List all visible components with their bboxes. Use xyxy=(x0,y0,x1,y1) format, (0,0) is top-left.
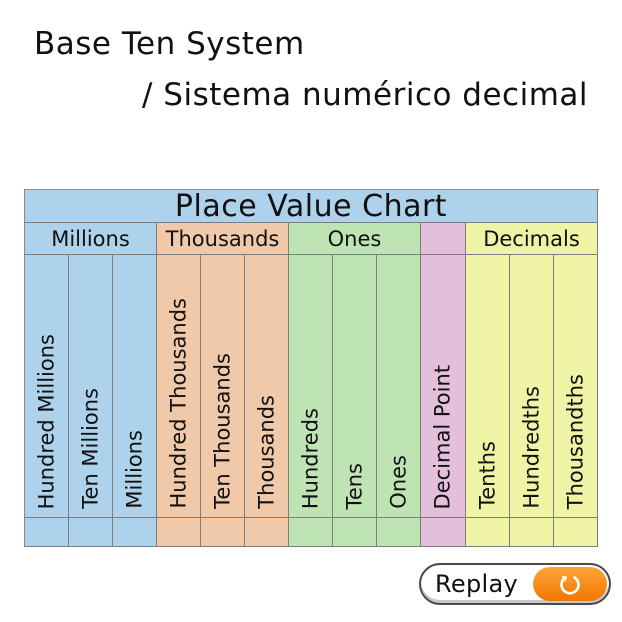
replay-label: Replay xyxy=(435,570,518,598)
column-tens: Tens xyxy=(333,255,377,518)
column-thousandths: Thousandths xyxy=(554,255,598,518)
column-label: Tenths xyxy=(475,441,499,509)
title-spanish: / Sistema numérico decimal xyxy=(142,77,589,113)
column-thousands: Thousands xyxy=(245,255,289,518)
replay-button[interactable]: Replay xyxy=(419,563,611,605)
value-cell-hundredths xyxy=(510,518,554,547)
column-label: Millions xyxy=(122,430,146,509)
group-thousands: Thousands xyxy=(157,223,289,255)
group-millions: Millions xyxy=(25,223,157,255)
column-label: Hundred Thousands xyxy=(166,298,190,509)
value-cell-ones xyxy=(377,518,421,547)
group-decimals: Decimals xyxy=(466,223,598,255)
column-decimal-point: Decimal Point xyxy=(421,255,466,518)
column-label: Thousandths xyxy=(563,373,587,509)
value-cell-hundreds xyxy=(289,518,333,547)
value-cell-thousands xyxy=(245,518,289,547)
replay-icon xyxy=(533,567,607,601)
value-cell-hundred-millions xyxy=(25,518,69,547)
value-cell-millions xyxy=(113,518,157,547)
column-ten-thousands: Ten Thousands xyxy=(201,255,245,518)
column-hundred-millions: Hundred Millions xyxy=(25,255,69,518)
column-ones: Ones xyxy=(377,255,421,518)
column-hundredths: Hundredths xyxy=(510,255,554,518)
column-label: Hundreds xyxy=(298,407,322,509)
column-label: Hundredths xyxy=(519,386,543,509)
value-cell-tenths xyxy=(466,518,510,547)
value-cell-decimal-point xyxy=(421,518,466,547)
value-cell-ten-millions xyxy=(69,518,113,547)
column-tenths: Tenths xyxy=(466,255,510,518)
column-label: Ten Thousands xyxy=(210,353,234,509)
column-hundreds: Hundreds xyxy=(289,255,333,518)
title-english: Base Ten System xyxy=(34,26,305,62)
column-millions: Millions xyxy=(113,255,157,518)
column-hundred-thousands: Hundred Thousands xyxy=(157,255,201,518)
group-decimal-point xyxy=(421,223,466,255)
column-label: Hundred Millions xyxy=(34,333,58,509)
value-cell-tens xyxy=(333,518,377,547)
value-cell-hundred-thousands xyxy=(157,518,201,547)
column-ten-millions: Ten Millions xyxy=(69,255,113,518)
chart-title: Place Value Chart xyxy=(25,190,598,223)
column-label: Tens xyxy=(342,462,366,509)
group-ones: Ones xyxy=(289,223,421,255)
place-value-chart: Place Value Chart Millions Thousands One… xyxy=(24,189,599,547)
value-cell-thousandths xyxy=(554,518,598,547)
column-label: Ones xyxy=(386,455,410,509)
column-label: Decimal Point xyxy=(430,364,455,509)
column-label: Thousands xyxy=(254,395,278,509)
value-cell-ten-thousands xyxy=(201,518,245,547)
column-label: Ten Millions xyxy=(78,388,102,509)
